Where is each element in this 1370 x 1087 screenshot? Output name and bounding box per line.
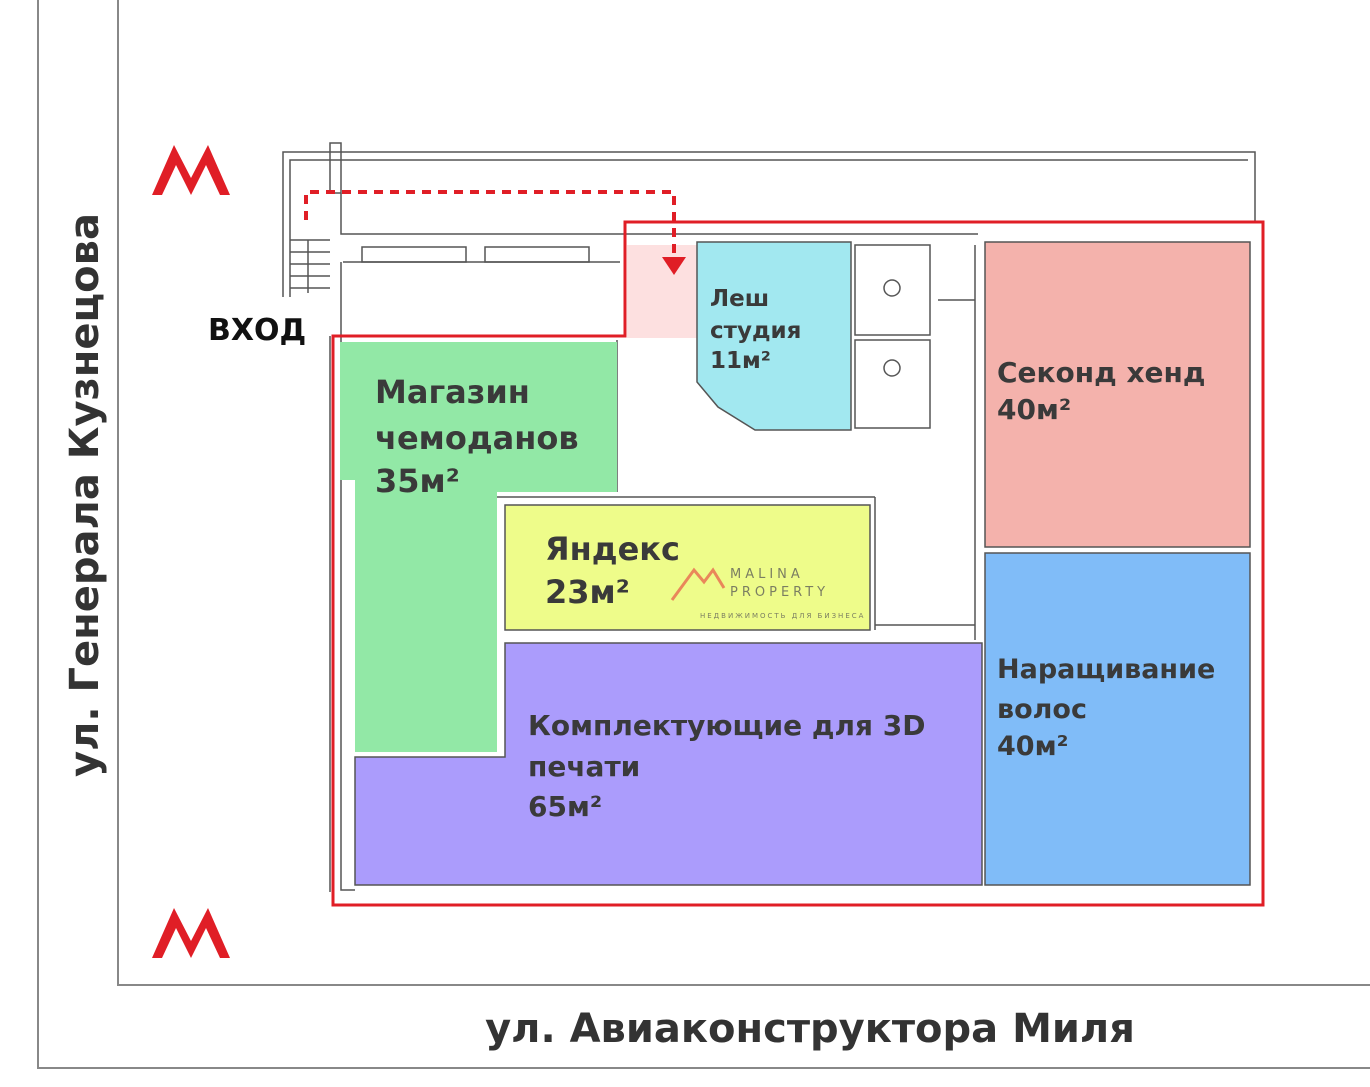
- svg-text:PROPERTY: PROPERTY: [730, 585, 829, 600]
- room-label: Магазин: [375, 373, 530, 411]
- svg-text:НЕДВИЖИМОСТЬ ДЛЯ БИЗНЕСА: НЕДВИЖИМОСТЬ ДЛЯ БИЗНЕСА: [700, 612, 865, 620]
- room-label: Наращивание: [997, 654, 1215, 685]
- room-suitcase-shop[interactable]: [340, 342, 617, 752]
- room-area: 40м²: [997, 731, 1068, 762]
- room-label: Яндекс: [545, 530, 680, 568]
- room-area: 40м²: [997, 393, 1071, 426]
- room-area: 65м²: [528, 790, 602, 823]
- street-lines: [37, 0, 1370, 1069]
- room-label: чемоданов: [375, 419, 579, 457]
- room-label: волос: [997, 694, 1087, 725]
- street-left-label: ул. Генерала Кузнецова: [62, 213, 108, 777]
- room-label: Секонд хенд: [997, 356, 1206, 389]
- svg-text:MALINA: MALINA: [730, 567, 804, 582]
- room-area: 11м²: [710, 348, 771, 374]
- metro-m-icon: [152, 145, 230, 195]
- room-3d-parts[interactable]: [354, 642, 983, 886]
- room-label: печати: [528, 750, 640, 783]
- entrance-route: [304, 190, 676, 258]
- room-label: Комплектующие для 3D: [528, 709, 925, 742]
- room-yandex[interactable]: [504, 504, 871, 631]
- arrow-down-icon: [662, 257, 686, 275]
- room-label: студия: [710, 318, 801, 344]
- room-lash-studio[interactable]: [696, 241, 852, 431]
- room-label: Леш: [710, 286, 769, 312]
- watermark-logo: MALINA PROPERTY НЕДВИЖИМОСТЬ ДЛЯ БИЗНЕСА: [670, 567, 865, 620]
- leased-area-boundary: [331, 220, 1265, 907]
- entrance-label: ВХОД: [208, 313, 306, 348]
- room-second-hand[interactable]: [984, 241, 1251, 548]
- entrance-zone: [627, 245, 697, 338]
- room-area: 23м²: [545, 573, 630, 611]
- room-hair-extension[interactable]: [984, 552, 1251, 886]
- building-walls: [282, 142, 1256, 892]
- metro-m-icon: [152, 908, 230, 958]
- street-bottom-label: ул. Авиаконструктора Миля: [485, 1006, 1135, 1052]
- room-area: 35м²: [375, 462, 460, 500]
